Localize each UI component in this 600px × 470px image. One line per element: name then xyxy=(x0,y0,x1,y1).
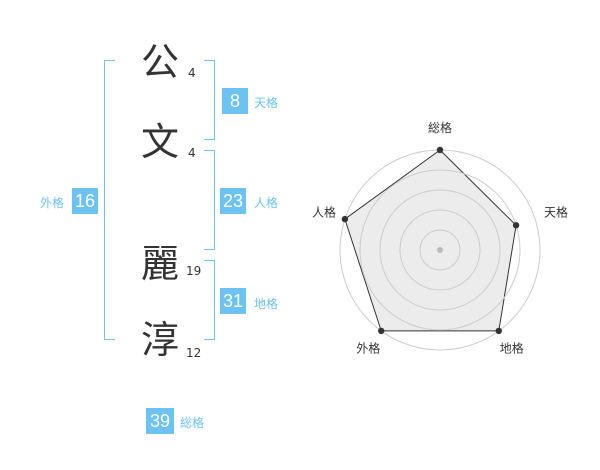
tenkaku-value-badge: 8 xyxy=(222,88,248,114)
radar-ring-3 xyxy=(379,189,501,311)
tenkaku-bracket xyxy=(204,60,215,140)
chikaku-value-badge: 31 xyxy=(220,288,246,314)
gaikaku-label: 外格 xyxy=(40,196,65,210)
radar-axis-label-1: 総格 xyxy=(428,120,452,135)
radar-axis-label-3: 地格 xyxy=(500,341,524,356)
chikaku-label: 地格 xyxy=(254,297,279,311)
radar-ring-4 xyxy=(359,169,521,331)
stroke-count-2: 4 xyxy=(188,146,196,160)
radar-point-1 xyxy=(436,146,444,154)
tenkaku-label: 天格 xyxy=(254,96,279,110)
gaikaku-bracket xyxy=(104,60,115,340)
jinkaku-value-badge: 23 xyxy=(220,188,246,214)
name-char-1: 公 xyxy=(140,40,179,84)
radar-ring-1 xyxy=(419,229,461,271)
stroke-count-3: 19 xyxy=(186,264,202,278)
radar-point-5 xyxy=(341,215,349,223)
radar-axis-label-4: 外格 xyxy=(356,341,380,356)
name-char-3: 麗 xyxy=(140,242,179,286)
radar-center-dot xyxy=(437,247,443,253)
radar-axis-label-2: 天格 xyxy=(544,204,568,219)
chikaku-bracket xyxy=(204,260,215,340)
radar-point-3 xyxy=(495,327,502,335)
radar-axis-label-5: 人格 xyxy=(312,204,336,219)
radar-ring-2 xyxy=(399,209,481,291)
name-char-4: 淳 xyxy=(140,318,179,362)
radar-point-4 xyxy=(378,327,385,335)
stroke-count-4: 12 xyxy=(186,346,202,360)
gaikaku-value-badge: 16 xyxy=(72,188,98,214)
soukaku-label: 総格 xyxy=(180,416,205,430)
name-char-2: 文 xyxy=(140,120,179,164)
jinkaku-bracket xyxy=(204,150,215,250)
jinkaku-label: 人格 xyxy=(254,196,279,210)
stroke-count-1: 4 xyxy=(188,66,196,80)
radar-data-polygon xyxy=(344,149,517,332)
radar-point-2 xyxy=(512,222,520,229)
soukaku-value-badge: 39 xyxy=(146,408,174,434)
